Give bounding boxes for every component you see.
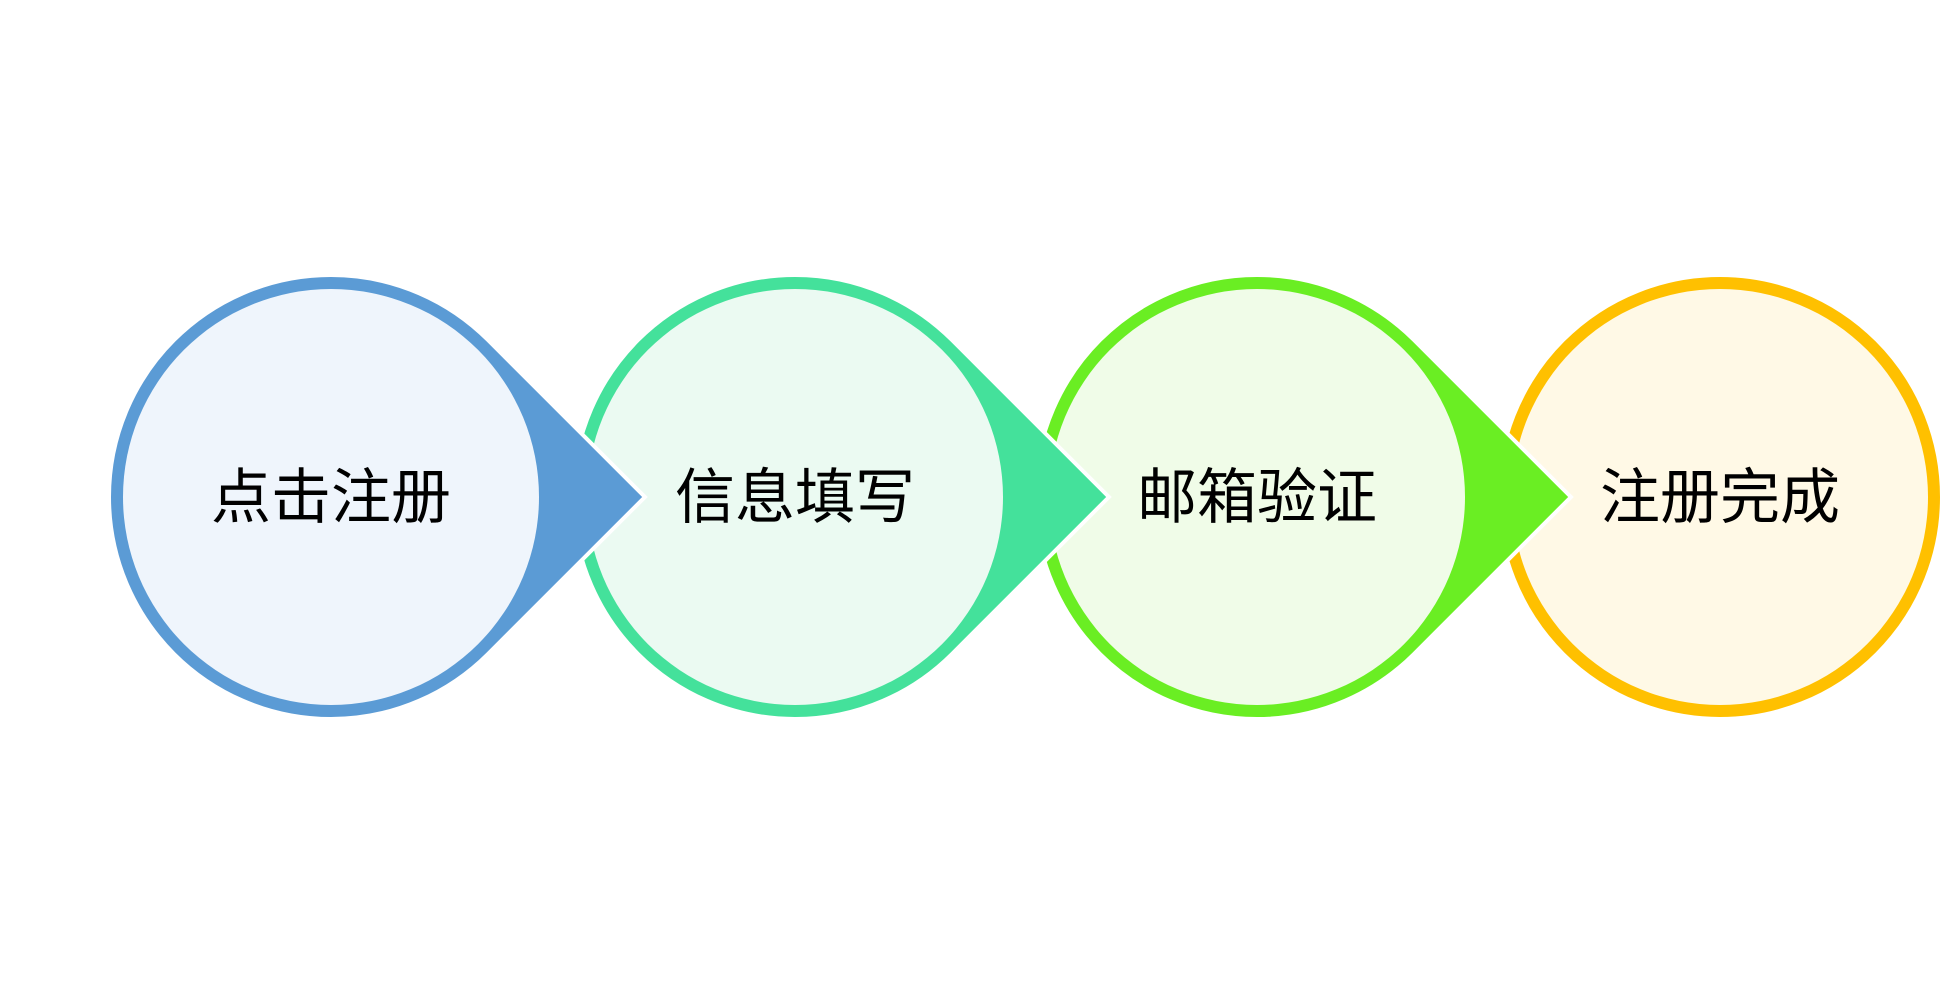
process-step: 邮箱验证 [1033,273,1574,721]
step-inner-circle [123,289,539,705]
step-label: 信息填写 [675,463,915,533]
step-inner-circle [1049,289,1465,705]
process-step: 信息填写 [571,273,1112,721]
step-label: 邮箱验证 [1137,463,1377,533]
process-step: 点击注册 [107,273,648,721]
step-label: 点击注册 [211,463,451,533]
step-inner-circle [1512,289,1928,705]
step-label: 注册完成 [1600,463,1840,533]
process-step: 注册完成 [1496,273,1944,721]
step-inner-circle [587,289,1003,705]
